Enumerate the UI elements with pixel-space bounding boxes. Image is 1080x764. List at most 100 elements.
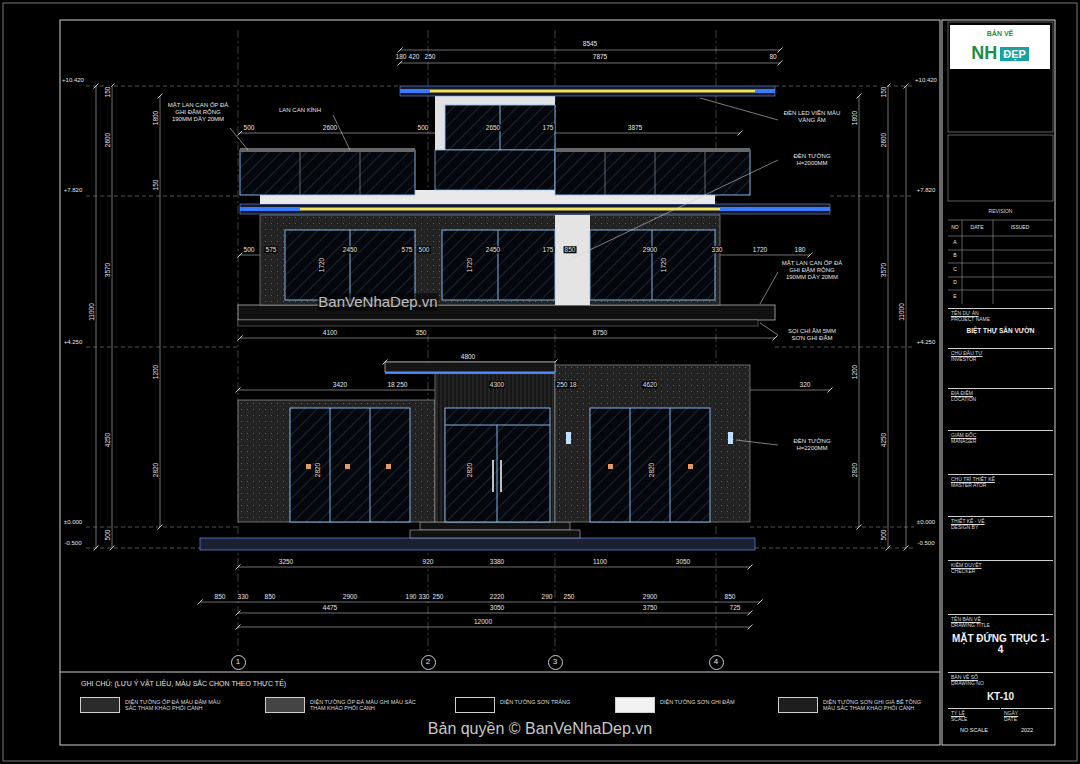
title-block-cell: BẢN VẼ SỐDRAWING NOKT-10 bbox=[948, 672, 1053, 706]
field-caption: INVESTOR bbox=[951, 357, 1050, 363]
dimension-text: 3050 bbox=[675, 558, 691, 565]
dimension-text: 11000 bbox=[88, 302, 95, 322]
dimension-text: 2600 bbox=[880, 132, 887, 148]
field-value: BIỆT THỰ SÂN VƯỜN bbox=[951, 327, 1050, 334]
dimension-text: 180 bbox=[794, 246, 807, 253]
dimension-text: 80 bbox=[768, 53, 777, 60]
dimension-text: 250 bbox=[563, 593, 576, 600]
callout-note: ĐÈN LED VIỀN MÀU VÀNG ẤM bbox=[780, 110, 844, 124]
level-mark: +4.250 bbox=[63, 339, 84, 346]
dimension-text: 250 bbox=[432, 593, 445, 600]
dimension-tick bbox=[778, 48, 783, 53]
legend-text: DIỆN TƯỜNG SƠN TRẮNG bbox=[500, 699, 608, 705]
dimension-text: 500 bbox=[880, 529, 887, 542]
title-block-cell: GIÁM ĐỐCMANAGER bbox=[948, 430, 1053, 470]
level-mark: -0.500 bbox=[63, 540, 82, 547]
level-mark: ±0.000 bbox=[63, 519, 83, 526]
dimension-text: 18 bbox=[386, 381, 395, 388]
level-mark: +10.420 bbox=[61, 77, 85, 84]
dimension-text: 190 bbox=[405, 593, 418, 600]
dimension-text: 320 bbox=[799, 381, 812, 388]
legend-text: DIỆN TƯỜNG SƠN GHI ĐẬM bbox=[660, 699, 768, 705]
field-value: MẶT ĐỨNG TRỤC 1-4 bbox=[951, 633, 1050, 656]
dimension-tick bbox=[236, 388, 241, 393]
callout-note: ĐÈN TƯỜNG H=2200MM bbox=[780, 438, 844, 452]
dimension-text: 500 bbox=[417, 124, 430, 131]
dimension-tick bbox=[198, 600, 203, 605]
dimension-text: 8750 bbox=[592, 329, 608, 336]
field-caption: SCALE bbox=[951, 717, 997, 723]
dimension-text: 1200 bbox=[851, 364, 858, 380]
level-mark: +4.250 bbox=[916, 339, 937, 346]
dimension-text: 250 bbox=[556, 381, 569, 388]
title-block-cell: CHỦ TRÌ THIẾT KẾMASTER ATOR bbox=[948, 474, 1053, 514]
grid-number: 1 bbox=[236, 657, 240, 666]
dimension-text: 1800 bbox=[152, 110, 159, 126]
dimension-text: 3875 bbox=[627, 124, 643, 131]
dimension-text: 1720 bbox=[466, 257, 473, 273]
dimension-text: 2820 bbox=[466, 462, 473, 478]
dimension-text: 850 bbox=[214, 593, 227, 600]
callout-note: SỌI CHỈ ÂM 5MM SƠN GHI ĐẬM bbox=[780, 328, 844, 342]
dimension-text: 2220 bbox=[489, 593, 505, 600]
dimension-text: 500 bbox=[243, 246, 256, 253]
grid-bubble: 3 bbox=[548, 655, 563, 670]
field-caption: MANAGER bbox=[951, 439, 1050, 445]
dimension-tick bbox=[748, 625, 753, 630]
logo-text: BẢN VẼ bbox=[952, 30, 1048, 38]
dimension-tick bbox=[238, 336, 243, 341]
level-mark: +7.820 bbox=[63, 187, 84, 194]
dimension-text: 920 bbox=[422, 558, 435, 565]
field-caption: DRAWING TITLE bbox=[951, 623, 1050, 629]
dimension-tick bbox=[758, 600, 763, 605]
dimension-text: 4475 bbox=[322, 604, 338, 611]
dimension-text: 330 bbox=[237, 593, 250, 600]
table-header: REVISION bbox=[948, 209, 1053, 215]
field-caption: LOCATION bbox=[951, 397, 1050, 403]
title-block-cell: CHỦ ĐẦU TƯINVESTOR bbox=[948, 348, 1053, 385]
dimension-text: 290 bbox=[541, 593, 554, 600]
dimension-text: 1100 bbox=[592, 558, 608, 565]
dimension-tick bbox=[158, 525, 163, 530]
dimension-tick bbox=[236, 565, 241, 570]
grid-bubble: 4 bbox=[709, 655, 724, 670]
table-cell: B bbox=[952, 253, 957, 259]
dimension-text: 2820 bbox=[152, 462, 159, 478]
dimension-text: 850 bbox=[564, 246, 577, 253]
grid-bubble: 1 bbox=[231, 655, 246, 670]
dimension-tick bbox=[808, 253, 813, 258]
legend-swatch bbox=[80, 697, 120, 713]
dimension-tick bbox=[738, 131, 743, 136]
dimension-text: 2900 bbox=[642, 246, 658, 253]
dimension-tick bbox=[236, 625, 241, 630]
dimension-text: 1200 bbox=[152, 364, 159, 380]
dimension-text: 420 bbox=[408, 53, 421, 60]
table-cell: A bbox=[952, 240, 957, 246]
dimension-text: 3250 bbox=[278, 558, 294, 565]
dimension-text: 850 bbox=[724, 593, 737, 600]
dimension-text: 500 bbox=[418, 246, 431, 253]
legend-swatch bbox=[455, 697, 495, 713]
title-block-cell: TÊN DỰ ÁNPROJECT NAMEBIỆT THỰ SÂN VƯỜN bbox=[948, 308, 1053, 345]
dimension-text: 3750 bbox=[642, 604, 658, 611]
dimension-text: 330 bbox=[418, 593, 431, 600]
dimension-text: 3420 bbox=[332, 381, 348, 388]
logo-box: BẢN VẼNHĐẸP bbox=[950, 25, 1050, 69]
callout-note: ĐÈN TƯỜNG H=2000MM bbox=[780, 153, 844, 167]
dimension-text: 575 bbox=[401, 246, 414, 253]
title-block-cell: TỶ LỆSCALENO SCALE bbox=[948, 708, 1000, 743]
title-block-cell: THIẾT KẾ - VẼDESIGN BY bbox=[948, 516, 1053, 556]
dimension-tick bbox=[828, 388, 833, 393]
table-cell: C bbox=[952, 267, 958, 273]
watermark: BanVeNhaDep.vn bbox=[317, 293, 438, 310]
field-caption: DRAWING NO bbox=[951, 681, 1050, 687]
dimension-text: 500 bbox=[104, 529, 111, 542]
legend-swatch bbox=[778, 697, 818, 713]
dimension-text: 1800 bbox=[851, 110, 858, 126]
dimension-tick bbox=[904, 546, 909, 551]
dimension-text: 4250 bbox=[104, 432, 111, 448]
legend-text: DIỆN TƯỜNG ỐP ĐÁ MÀU GHI MÀU SẮC THAM KH… bbox=[310, 699, 418, 712]
dimension-text: 150 bbox=[880, 86, 887, 99]
dimension-text: 2600 bbox=[322, 124, 338, 131]
dimension-text: 1720 bbox=[752, 246, 768, 253]
